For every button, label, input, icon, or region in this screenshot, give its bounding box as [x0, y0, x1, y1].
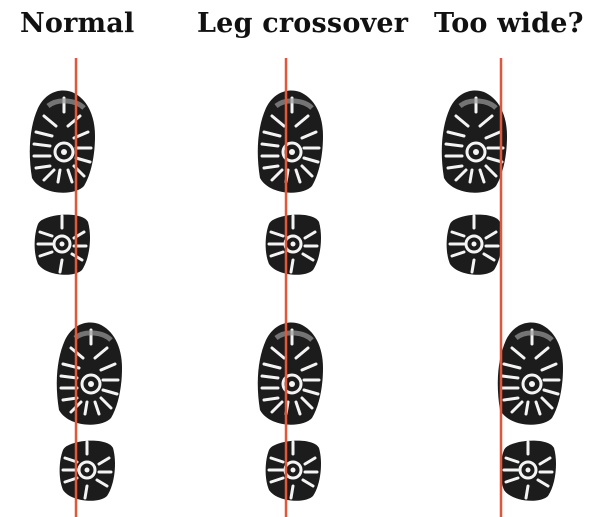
boot-sole-heel-icon [35, 215, 90, 275]
boot-sole-heel-icon [501, 441, 556, 501]
boot-sole-forefoot-icon [258, 323, 323, 425]
boot-sole-forefoot-icon [57, 323, 122, 425]
boot-sole-heel-icon [266, 441, 321, 501]
boot-sole-heel-icon [266, 215, 321, 275]
footprints-too-wide [442, 58, 563, 517]
boot-sole-forefoot-icon [442, 91, 507, 193]
boot-sole-heel-icon [447, 215, 502, 275]
boot-sole-forefoot-icon [498, 323, 563, 425]
footprints-normal [30, 58, 122, 517]
boot-sole-forefoot-icon [30, 91, 95, 193]
boot-sole-forefoot-icon [258, 91, 323, 193]
boot-sole-heel-icon [60, 441, 115, 501]
footprints-leg-crossover [258, 58, 323, 517]
